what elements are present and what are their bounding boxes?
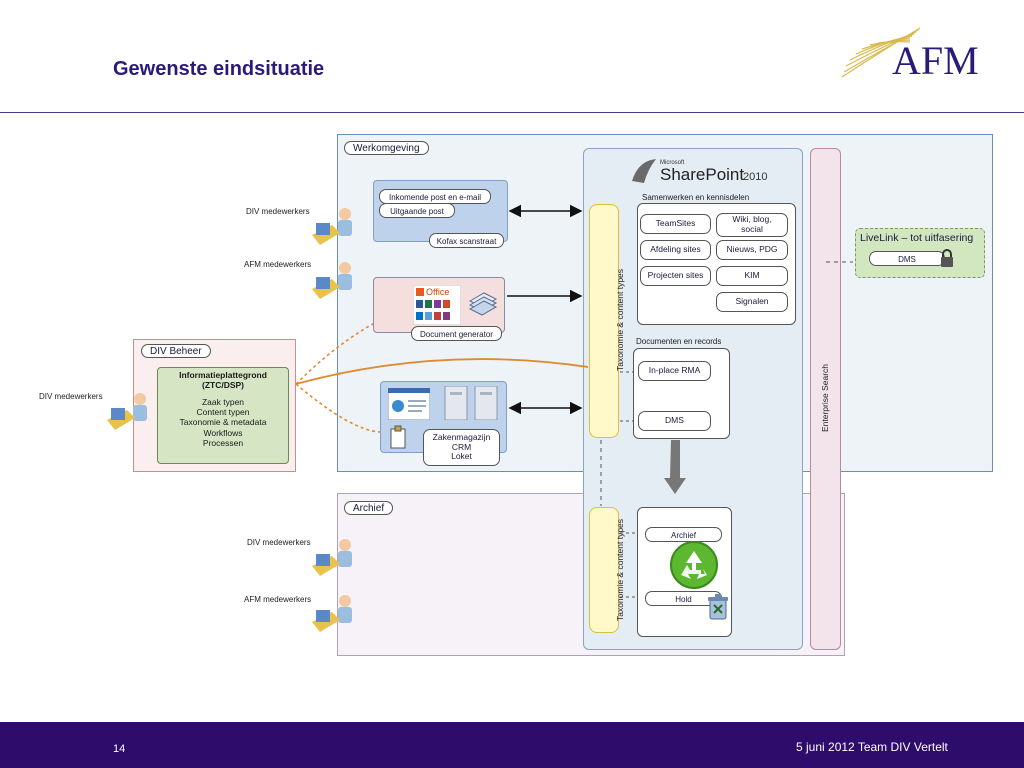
div-beheer-tag: DIV Beheer — [141, 344, 211, 358]
info-item: Zaak typen — [201, 397, 245, 407]
svg-text:Microsoft: Microsoft — [660, 160, 685, 166]
lock-icon — [941, 249, 953, 267]
livelink-title: LiveLink – tot uitfasering — [860, 232, 974, 244]
archief-button: Archief — [645, 527, 722, 542]
records-label: Documenten en records — [636, 337, 722, 346]
info-title2: (ZTC/DSP) — [201, 380, 245, 390]
taxonomy-bar-bottom — [589, 507, 619, 633]
werkomgeving-tag: Werkomgeving — [344, 141, 429, 155]
wiki-line2: social — [741, 224, 763, 234]
informatieplattegrond-box: Informatieplattegrond (ZTC/DSP) Zaak typ… — [157, 367, 289, 464]
enterprise-search-label: Enterprise Search — [820, 363, 830, 433]
dms-button: DMS — [638, 411, 711, 431]
outgoing-mail-item: Uitgaande post — [379, 203, 455, 218]
info-item: Taxonomie & metadata — [179, 417, 267, 428]
taxonomy-label: Taxonomie & content types — [615, 268, 625, 372]
recycle-icon — [670, 541, 718, 589]
teamsites-button: TeamSites — [640, 214, 711, 234]
in-place-rma-button: In-place RMA — [638, 361, 711, 381]
orange-to-sharepoint — [295, 358, 589, 385]
incoming-mail-item: Inkomende post en e-mail — [379, 189, 491, 204]
page-number: 14 — [113, 743, 126, 755]
person-at-computer-icon — [312, 262, 352, 299]
info-item: Content typen — [196, 407, 250, 418]
zaak-line1: Zakenmagazijn — [432, 431, 491, 442]
kim-button: KIM — [716, 266, 788, 286]
afm-sunburst-logo — [841, 27, 921, 78]
person-at-computer-icon — [312, 595, 352, 632]
footer-bar — [0, 722, 1024, 768]
signalen-button: Signalen — [716, 292, 788, 312]
livelink-dms: DMS — [869, 251, 945, 266]
svg-text:SharePoint: SharePoint — [660, 165, 744, 184]
archief-tag: Archief — [344, 501, 394, 515]
taxonomy-bar-top — [589, 204, 619, 438]
office-suite-icon: Office — [413, 285, 461, 325]
afm-logo-text: AFM — [892, 38, 979, 83]
afdeling-sites-button: Afdeling sites — [640, 240, 711, 260]
people-label: DIV medewerkers — [247, 538, 311, 547]
scanner-item: Kofax scanstraat — [429, 233, 504, 248]
slide-title: Gewenste eindsituatie — [113, 58, 325, 80]
afm-logo: AFM — [841, 27, 979, 83]
zaak-line2: CRM — [451, 441, 472, 452]
wiki-line1: Wiki, blog, — [732, 214, 772, 225]
document-stack-icon — [468, 292, 498, 316]
sharepoint-logo: Microsoft SharePoint 2010 — [632, 159, 767, 184]
people-label: AFM medewerkers — [244, 260, 312, 269]
person-at-computer-icon — [107, 393, 147, 430]
header-divider — [0, 112, 1024, 113]
person-at-computer-icon — [312, 539, 352, 576]
recycle-bin-icon — [708, 594, 728, 620]
info-item: Workflows — [203, 427, 243, 438]
samenwerken-label: Samenwerken en kennisdelen — [642, 193, 750, 202]
taxonomy-label: Taxonomie & content types — [615, 518, 625, 622]
enterprise-search-bar — [810, 148, 841, 650]
svg-text:Office: Office — [426, 287, 449, 297]
people-label: DIV medewerkers — [246, 207, 310, 216]
browser-window-icon — [388, 388, 430, 420]
nieuws-button: Nieuws, PDG — [716, 240, 788, 260]
document-generator-label: Document generator — [411, 326, 502, 341]
footer-note: 5 juni 2012 Team DIV Vertelt — [796, 740, 948, 754]
server-icon — [444, 386, 498, 420]
wiki-blog-button: Wiki, blog, social — [716, 213, 788, 237]
zakenmagazijn-box: Zakenmagazijn CRM Loket — [423, 429, 500, 466]
people-label: DIV medewerkers — [39, 392, 103, 401]
zaak-line3: Loket — [451, 451, 472, 462]
info-item: Processen — [202, 437, 244, 448]
svg-text:2010: 2010 — [743, 171, 767, 183]
down-arrow-icon — [664, 440, 686, 494]
info-title1: Informatieplattegrond — [179, 370, 267, 380]
person-at-computer-icon — [312, 208, 352, 245]
orange-dashed-to-zaak — [295, 383, 381, 433]
projecten-sites-button: Projecten sites — [640, 266, 711, 286]
document-clip-icon — [390, 425, 406, 449]
people-label: AFM medewerkers — [244, 595, 312, 604]
